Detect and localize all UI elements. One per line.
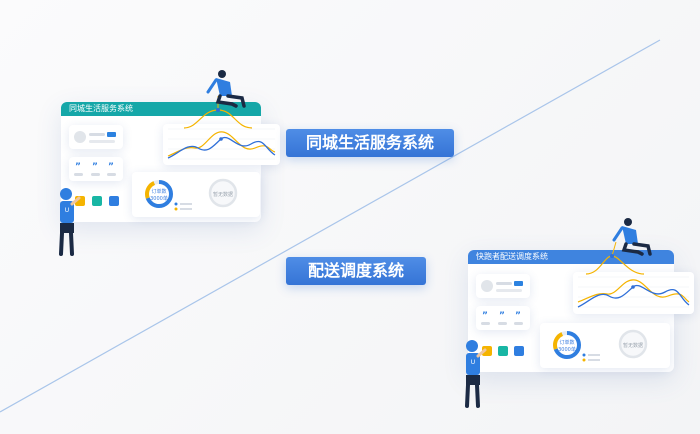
quote-icon: ” bbox=[499, 311, 505, 321]
stats-card: 订单数 3000单 暂无数据 bbox=[540, 323, 670, 368]
image-icon bbox=[92, 196, 102, 206]
person-icon: U bbox=[465, 340, 487, 408]
person-icon bbox=[183, 70, 253, 129]
quote-icon: ” bbox=[92, 162, 98, 172]
svg-text:U: U bbox=[65, 207, 69, 214]
dispatch-system-label: 配送调度系统 bbox=[286, 257, 426, 285]
service-system-label: 同城生活服务系统 bbox=[286, 129, 454, 157]
ring-label-1: 订单数 bbox=[151, 189, 167, 195]
svg-text:U: U bbox=[471, 359, 475, 366]
image-icon bbox=[498, 346, 508, 356]
download-icon bbox=[75, 196, 85, 206]
line-chart-card bbox=[573, 272, 694, 314]
line-chart bbox=[577, 276, 690, 308]
puzzle-icon bbox=[514, 346, 524, 356]
ring-label-2: 3000单 bbox=[150, 196, 168, 202]
avatar bbox=[481, 280, 493, 292]
series-line-yellow bbox=[577, 279, 690, 303]
series-point bbox=[219, 137, 223, 141]
donut-chart bbox=[145, 178, 238, 211]
quotes-card: ” ” ” bbox=[69, 157, 123, 181]
quote-icon: ” bbox=[515, 311, 521, 321]
profile-card bbox=[476, 274, 530, 298]
profile-card bbox=[69, 125, 123, 149]
quote-icon: ” bbox=[482, 311, 488, 321]
download-icon bbox=[482, 346, 492, 356]
series-point bbox=[631, 285, 635, 289]
empty-data-text: 暂无数据 bbox=[622, 343, 643, 349]
line-chart bbox=[167, 128, 276, 160]
ring-label-1: 订单数 bbox=[559, 340, 575, 346]
window-title: 同城生活服务系统 bbox=[61, 102, 261, 116]
quotes-card: ” ” ” bbox=[476, 306, 530, 330]
avatar bbox=[74, 131, 86, 143]
line-chart-card bbox=[163, 124, 280, 165]
person-icon bbox=[585, 218, 652, 275]
quote-icon: ” bbox=[108, 162, 114, 172]
puzzle-icon bbox=[109, 196, 119, 206]
stats-card: 订单数 3000单 暂无数据 bbox=[132, 172, 260, 217]
donut-chart bbox=[553, 329, 648, 362]
ring-label-2: 3000单 bbox=[558, 347, 576, 353]
quote-icon: ” bbox=[75, 162, 81, 172]
window-title: 快跑者配送调度系统 bbox=[468, 250, 674, 264]
person-icon: U bbox=[59, 188, 81, 256]
empty-data-text: 暂无数据 bbox=[212, 192, 233, 198]
